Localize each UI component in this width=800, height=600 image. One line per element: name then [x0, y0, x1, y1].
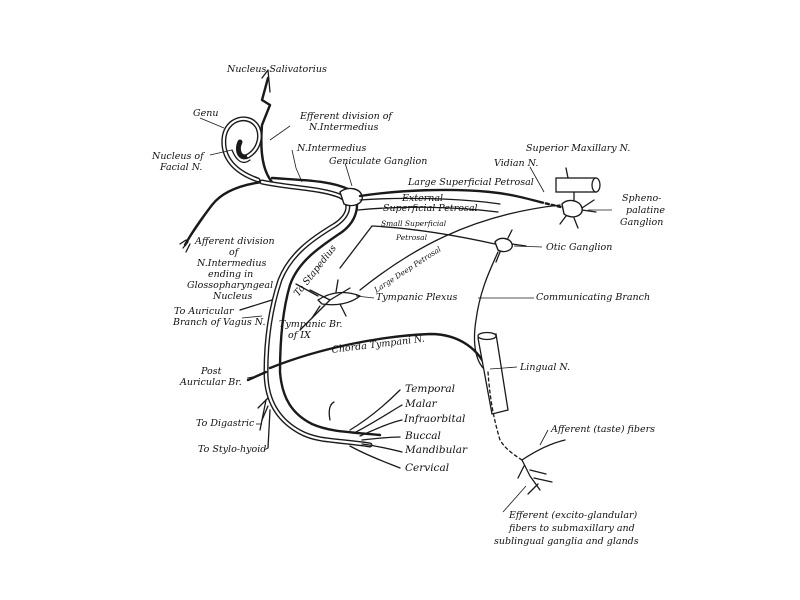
facial-nerve-trunk [259, 176, 382, 448]
label-nucleus-salivatorius: Nucleus Salivatorius [227, 64, 327, 75]
label-spheno-2: palatine [626, 205, 666, 216]
label-post-auricular-2: Auricular Br. [180, 377, 242, 388]
genu-loop [221, 116, 263, 183]
tympanic-plexus-group [295, 279, 361, 331]
leader-lines [199, 117, 612, 513]
label-afferent-3: N.Intermedius [197, 258, 267, 269]
label-tympanic-plexus: Tympanic Plexus [376, 292, 458, 303]
label-spheno-1: Spheno- [622, 193, 662, 204]
label-tympanic-br-2: of IX [288, 330, 311, 341]
facial-peripheral-branches [328, 389, 403, 469]
label-afferent-6: Nucleus [213, 291, 253, 302]
communicating-branch-nerve [473, 251, 499, 373]
geniculate-ganglion [339, 187, 363, 207]
small-superficial-petrosal-nerve [339, 225, 496, 269]
efferent-intermedius-path [260, 69, 274, 184]
label-malar: Malar [405, 398, 437, 410]
label-communicating-branch: Communicating Branch [536, 292, 651, 303]
label-geniculate-ganglion: Geniculate Ganglion [329, 156, 428, 167]
label-infraorbital: Infraorbital [404, 413, 466, 425]
label-to-digastric: To Digastric [196, 418, 255, 429]
label-afferent-5: Glossopharyngeal [187, 280, 274, 291]
large-deep-petrosal-nerve [359, 204, 561, 291]
label-vidian: Vidian N. [494, 158, 539, 169]
label-cervical: Cervical [405, 462, 450, 474]
label-afferent-1: Afferent division [195, 236, 275, 247]
label-genu: Genu [193, 108, 219, 119]
label-large-superficial-petrosal: Large Superficial Petrosal [408, 177, 534, 188]
label-petrosal: Petrosal [396, 233, 427, 242]
label-afferent-taste: Afferent (taste) fibers [551, 424, 656, 435]
label-lingual: Lingual N. [520, 362, 571, 373]
large-superficial-petrosal-nerve [358, 188, 567, 210]
label-to-stylo-hyoid: To Stylo-hyoid [198, 444, 267, 455]
label-to-auricular-1: To Auricular [174, 306, 234, 317]
label-temporal: Temporal [405, 383, 456, 395]
otic-ganglion-group [494, 229, 527, 263]
label-efferent-glandular-1: Efferent (excito-glandular) [509, 510, 638, 521]
label-superior-maxillary: Superior Maxillary N. [526, 143, 631, 154]
label-tympanic-br-1: Tympanic Br. [279, 319, 343, 330]
label-to-auricular-2: Branch of Vagus N. [173, 317, 266, 328]
external-superficial-petrosal-nerve [357, 206, 499, 213]
label-afferent-2: of [229, 247, 239, 258]
label-efferent-glandular-2: fibers to submaxillary and [509, 523, 635, 534]
sphenopalatine-ganglion-group [555, 167, 601, 229]
label-otic-ganglion: Otic Ganglion [546, 242, 613, 253]
label-buccal: Buccal [405, 430, 441, 442]
label-small-superficial: Small Superficial [381, 219, 447, 228]
label-efferent-division-1: Efferent division of [300, 111, 392, 122]
label-external-2: Superficial Petrosal [383, 203, 478, 214]
label-afferent-4: ending in [208, 269, 254, 280]
label-mandibular: Mandibular [405, 444, 467, 456]
chorda-tympani-nerve [268, 332, 490, 374]
chorda-submaxillary-fibers [487, 371, 566, 495]
lingual-nerve-tube [477, 331, 509, 415]
label-efferent-glandular-3: sublingual ganglia and glands [494, 536, 639, 547]
label-nucleus-facial-2: Facial N. [160, 162, 203, 173]
proximal-branches [239, 299, 273, 449]
afferent-intermedius-path [179, 180, 264, 253]
label-nucleus-facial-1: Nucleus of [152, 151, 204, 162]
label-spheno-3: Ganglion [620, 217, 664, 228]
label-post-auricular-1: Post [201, 366, 222, 377]
label-external-1: External [402, 193, 444, 204]
label-efferent-division-2: N.Intermedius [309, 122, 379, 133]
label-n-intermedius: N.Intermedius [297, 143, 367, 154]
